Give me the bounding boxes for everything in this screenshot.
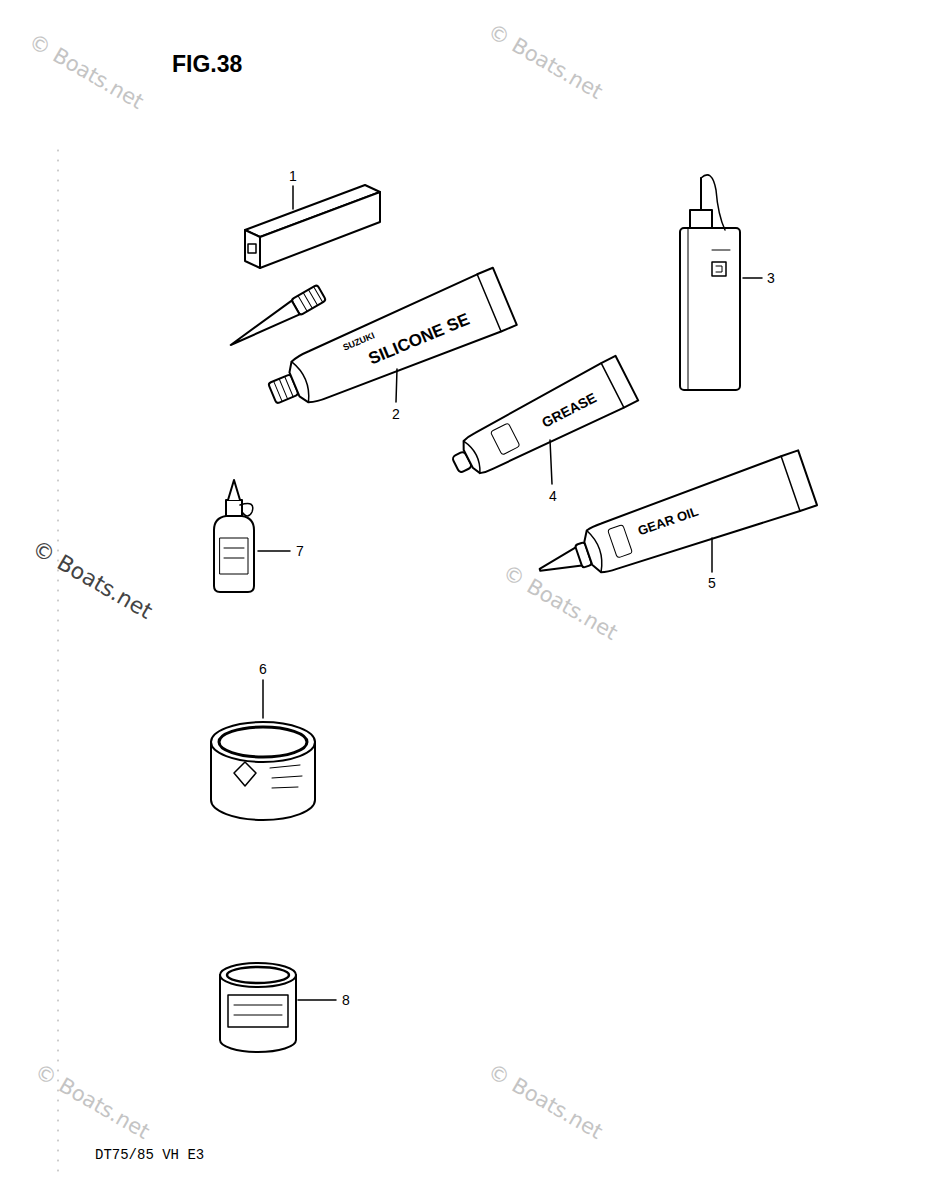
leader-line [292, 186, 294, 209]
tube-print: SILICONE SE [366, 310, 472, 367]
watermark: © Boats.net [25, 31, 146, 113]
model-caption: DT75/85 VH E3 [95, 1148, 204, 1162]
watermark: © Boats.net [28, 537, 155, 623]
watermark: © Boats.net [484, 1061, 605, 1143]
grease-can [211, 722, 315, 820]
oil-bottle [214, 480, 254, 592]
adhesive-bottle [680, 175, 740, 390]
gear-oil-tube [531, 450, 817, 597]
watermark: © Boats.net [484, 21, 605, 103]
grease-tube [444, 356, 638, 488]
callout-number: 6 [259, 662, 267, 676]
silicone-tube [260, 268, 516, 422]
applicator-nozzle [226, 285, 326, 353]
leader-line [550, 440, 552, 484]
leader-line [258, 550, 290, 552]
callout-number: 3 [767, 271, 775, 285]
watermark: © Boats.net [31, 1061, 152, 1143]
leader-line [711, 538, 713, 572]
leader-line [396, 369, 397, 402]
callout-number: 5 [708, 576, 716, 590]
leader-line [743, 277, 762, 279]
sealant-box [245, 185, 380, 268]
watermark: © Boats.net [499, 562, 620, 644]
tube-print: GEAR OIL [636, 505, 700, 538]
callout-number: 7 [296, 544, 304, 558]
callout-number: 2 [392, 407, 400, 421]
figure-title: FIG.38 [172, 53, 242, 76]
callout-number: 4 [549, 489, 557, 503]
callout-number: 8 [342, 993, 350, 1007]
paint-can [220, 963, 296, 1052]
margin-speckle [58, 150, 59, 1180]
tube-print: GREASE [539, 390, 598, 429]
callout-number: 1 [289, 169, 297, 183]
leader-line [262, 680, 264, 718]
leader-line [298, 999, 336, 1001]
